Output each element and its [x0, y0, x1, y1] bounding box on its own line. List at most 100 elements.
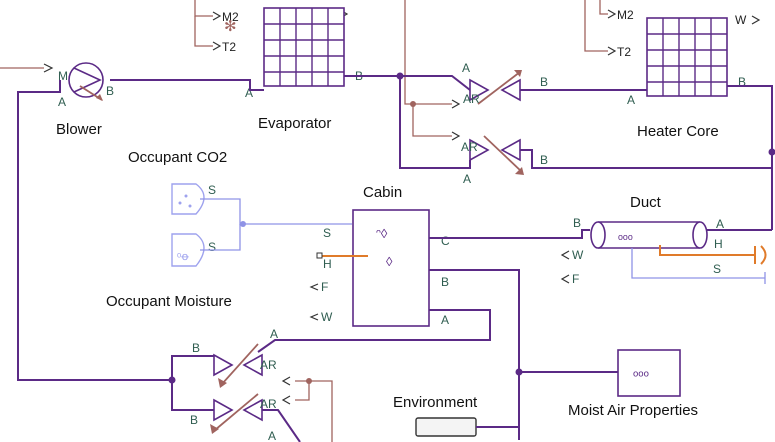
thermal-reference-icon: [760, 245, 767, 265]
heater-port-w: W: [735, 13, 747, 27]
wire-cabin-to-duct: [429, 229, 590, 239]
valve-lower-upper-symbol: [213, 353, 263, 377]
duct-pipe-walls: [598, 221, 700, 249]
wire-to-upper-valve: [400, 75, 471, 91]
lower-upper-signal-arrow: [281, 376, 291, 386]
heater-port-t2: T2: [617, 45, 631, 59]
blower-port-b: B: [106, 84, 114, 98]
cabin-drop-icon: ◊: [386, 254, 393, 269]
valve-upper-variable-arrow: [477, 71, 521, 105]
heater-m2-arrow: [607, 9, 617, 19]
evaporator-t2-signal: [194, 16, 213, 47]
duct-port-b: B: [573, 216, 581, 230]
evaporator-block[interactable]: M2 ✻ T2 W A B Evaporator: [194, 0, 363, 132]
duct-pipe-end-left: [590, 221, 606, 249]
cabin-thermal-port: [316, 252, 323, 259]
occupant-moisture-label: Occupant Moisture: [106, 293, 232, 310]
evaporator-t2-arrow: [212, 41, 222, 51]
blower-block[interactable]: M A B Blower: [0, 62, 114, 138]
evaporator-star-icon: ✻: [224, 18, 237, 35]
moist-air-properties-label: Moist Air Properties: [568, 402, 698, 419]
evaporator-port-a: A: [245, 86, 253, 100]
evaporator-port-m2: M2: [222, 10, 239, 24]
heater-core-grid: [647, 18, 727, 96]
duct-port-s: S: [713, 262, 721, 276]
valve-lower-lower-arrow: [214, 393, 259, 431]
valve-upper-signal: [404, 0, 452, 105]
valve-bypass-port-b: B: [540, 153, 548, 167]
evaporator-grid: [264, 8, 344, 86]
junction-heater-bypass: [768, 148, 775, 156]
heater-port-m2: M2: [617, 8, 634, 22]
heater-core-block[interactable]: M2 T2 W A B Heater Core: [584, 0, 761, 140]
blower-label: Blower: [56, 121, 102, 138]
junction-lower-valves: [168, 376, 176, 384]
heater-port-a: A: [627, 93, 635, 107]
lower-lower-signal-arrow: [281, 395, 291, 405]
wire-lower-valve-out: [262, 409, 301, 442]
valve-upper-heater[interactable]: A AR B: [462, 61, 548, 106]
wire-cabin-to-environment: [429, 269, 520, 440]
valve-lower-lower-port-a: A: [268, 429, 276, 442]
co2-particle-icon: [188, 204, 192, 208]
wire-cabin-to-lower-valve: [257, 309, 491, 353]
valve-lower-upper-port-ar: AR: [260, 358, 277, 372]
cabin-port-b: B: [441, 275, 449, 289]
cabin-drops-icon: ᵔ◊: [376, 226, 388, 241]
cabin-port-c: C: [441, 234, 450, 248]
occupant-moisture-source[interactable]: ᵒꝋ S: [171, 233, 216, 267]
valve-lower-upper-arrow-head-icon: [218, 378, 227, 388]
heater-m2-signal: [599, 0, 608, 15]
duct-pipe-end-right: [692, 221, 708, 249]
valve-upper-port-b: B: [540, 75, 548, 89]
wire-to-bypass-valve: [399, 76, 471, 169]
valve-lower-upper-port-b: B: [192, 341, 200, 355]
evaporator-m2-signal: [194, 0, 213, 17]
occupant-co2-port-s: S: [208, 183, 216, 197]
duct-drops-icon: ᵒᵒᵒ: [618, 231, 633, 246]
blower-symbol: [68, 62, 104, 98]
heater-port-b: B: [738, 75, 746, 89]
moisture-drops-icon: ᵒꝋ: [177, 251, 189, 263]
duct-block[interactable]: Duct ᵒᵒᵒ B A H S W F: [560, 194, 724, 286]
cabin-symbol: [352, 209, 430, 327]
valve-bypass-signal-arrow: [451, 131, 461, 141]
cabin-port-h: H: [323, 257, 332, 271]
moist-air-properties-symbol: [617, 349, 681, 397]
cabin-port-w: W: [321, 310, 333, 324]
valve-upper-arrow-head-icon: [514, 70, 522, 77]
cabin-block[interactable]: Cabin ᵔ◊ ◊ S H F W C B A: [309, 184, 450, 327]
occupant-moisture-port-s: S: [208, 240, 216, 254]
duct-port-f: F: [572, 272, 579, 286]
valve-lower-upper[interactable]: B A AR: [192, 327, 278, 388]
duct-port-h: H: [714, 237, 723, 251]
wire-lower-lower-valve: [171, 380, 214, 411]
moist-air-properties-block[interactable]: ᵒᵒᵒ Moist Air Properties: [568, 349, 698, 419]
cabin-label: Cabin: [363, 184, 402, 201]
duct-port-w: W: [572, 248, 584, 262]
valve-lower-lower[interactable]: AR B A: [190, 393, 277, 442]
co2-particle-icon: [184, 194, 188, 198]
heater-w-arrow: [751, 15, 761, 25]
heater-t2-signal: [584, 0, 608, 52]
occupant-co2-label: Occupant CO2: [128, 149, 227, 166]
valve-lower-upper-arrow: [221, 343, 259, 385]
valve-bypass-variable-arrow: [483, 135, 523, 173]
environment-label: Environment: [393, 394, 478, 411]
lower-lower-signal: [295, 381, 310, 401]
wire-lower-upper-valve: [171, 355, 214, 380]
valve-bypass[interactable]: AR B A: [461, 135, 548, 186]
wire-blower-evaporator: [110, 79, 264, 91]
cabin-port-a: A: [441, 313, 449, 327]
valve-upper-port-ar: AR: [463, 92, 480, 106]
cabin-port-f: F: [321, 280, 328, 294]
duct-f-arrow: [560, 274, 570, 284]
occupant-co2-source[interactable]: S: [171, 183, 216, 215]
trace-junction: [240, 221, 246, 227]
evaporator-label: Evaporator: [258, 115, 331, 132]
blower-input-arrow: [43, 63, 54, 73]
wire-bypass-to-duct: [520, 149, 773, 230]
valve-upper-port-a: A: [462, 61, 470, 75]
environment-block[interactable]: Environment: [393, 394, 519, 437]
